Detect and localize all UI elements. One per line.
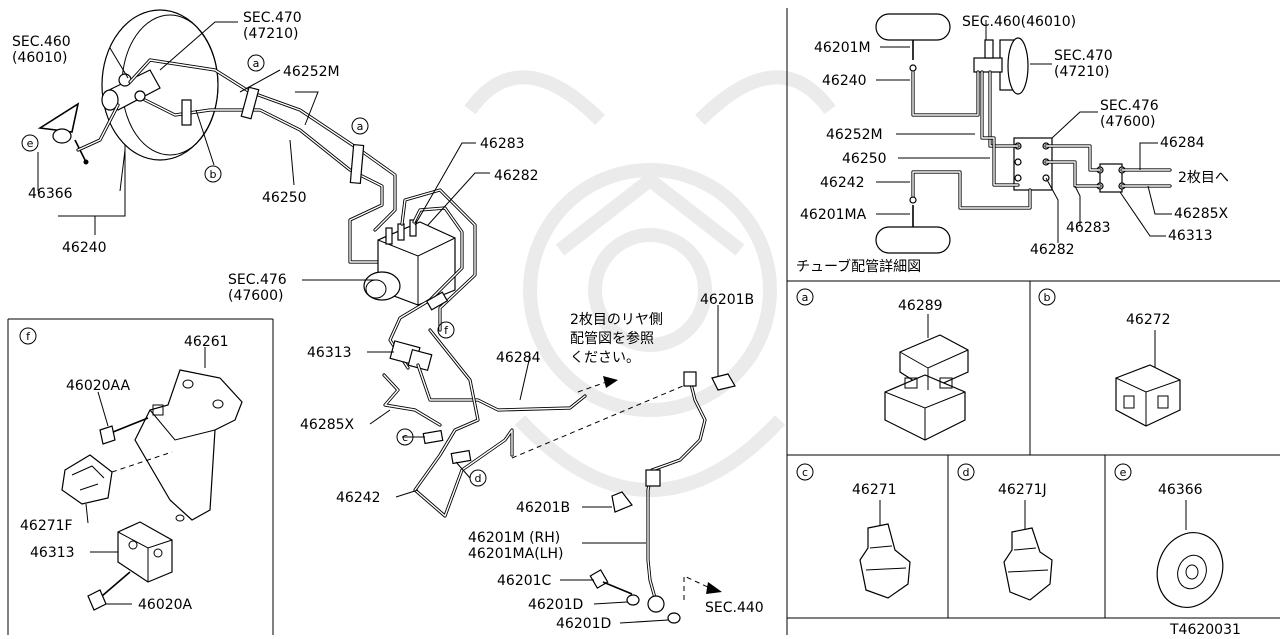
- label-46313: 46313: [307, 345, 352, 361]
- callout-e: e: [21, 134, 39, 152]
- label-46201B-mid: 46201B: [516, 500, 570, 516]
- svg-text:d: d: [475, 472, 482, 485]
- svg-text:b: b: [210, 168, 217, 181]
- label-46242: 46242: [336, 490, 381, 506]
- brake-booster: [101, 9, 219, 161]
- svg-text:f: f: [444, 324, 449, 337]
- svg-text:f: f: [26, 330, 31, 343]
- rear-note-line-2: 配管図を参照: [570, 330, 654, 347]
- callout-a1: a: [247, 54, 265, 72]
- callout-b: b: [204, 165, 222, 183]
- flex-hose: [645, 371, 707, 613]
- label-46201D-2: 46201D: [556, 616, 611, 632]
- callout-c: c: [396, 428, 414, 446]
- label-46282: 46282: [494, 168, 539, 184]
- clip-detail-a: a 46289: [796, 288, 969, 441]
- label-46284: 46284: [496, 350, 541, 366]
- svg-text:a: a: [253, 57, 260, 70]
- svg-text:e: e: [1120, 466, 1127, 479]
- bracket-46261: [134, 369, 243, 522]
- pipe-46282: [388, 206, 464, 370]
- tube-detail-caption: チューブ配管詳細図: [796, 258, 921, 275]
- clip-detail-b: b 46272: [1038, 288, 1181, 427]
- panel-borders: [7, 8, 1280, 635]
- label-46201B-top: 46201B: [700, 292, 754, 308]
- pipe-46283: [400, 188, 477, 332]
- clip-e-part-label: 46366: [1158, 482, 1203, 498]
- label-sec-476: SEC.476: [228, 272, 287, 288]
- svg-text:c: c: [402, 431, 408, 444]
- label-46261: 46261: [184, 334, 229, 350]
- clip-detail-c: c 46271: [796, 463, 911, 599]
- label-46283: 46283: [480, 136, 525, 152]
- label-sec-440: SEC.440: [705, 600, 764, 616]
- label-46020AA: 46020AA: [66, 378, 131, 394]
- pipe-46252M: [128, 58, 397, 232]
- rear-note-line-3: ください。: [570, 350, 640, 366]
- label-46201C: 46201C: [497, 573, 552, 589]
- main-view: a a b e f c d SEC.460 (46010) SEC.470: [12, 9, 764, 632]
- tube-label-to-sheet2: 2枚目へ: [1178, 170, 1229, 186]
- label-46020A: 46020A: [138, 597, 193, 613]
- detail-f-panel: f 46261 46020AA 46271F: [19, 327, 243, 613]
- tube-label-46313: 46313: [1168, 228, 1213, 244]
- pipe-46284: [416, 363, 587, 412]
- label-sec-476-sub: (47600): [228, 288, 283, 304]
- pipe-46242: [413, 328, 514, 518]
- tube-label-46283: 46283: [1066, 220, 1111, 236]
- callout-d: d: [469, 469, 487, 487]
- label-46201D-1: 46201D: [528, 597, 583, 613]
- label-46313-f: 46313: [30, 545, 75, 561]
- svg-text:b: b: [1044, 291, 1051, 304]
- label-46285X: 46285X: [300, 417, 355, 433]
- label-sec-470-sub: (47210): [243, 26, 298, 42]
- tube-label-46252M: 46252M: [826, 127, 883, 143]
- tube-label-46285X: 46285X: [1174, 206, 1229, 222]
- label-46240: 46240: [62, 240, 107, 256]
- diagram-number: T4620031: [1169, 622, 1241, 638]
- label-sec-460-sub: (46010): [12, 50, 67, 66]
- clip-b-part-label: 46272: [1126, 312, 1171, 328]
- tube-detail-panel: SEC.460(46010) SEC.470 (47210) SEC.476 (…: [796, 13, 1229, 275]
- svg-text:a: a: [357, 120, 364, 133]
- label-46201M-rh: 46201M (RH): [468, 530, 560, 546]
- label-sec-460: SEC.460: [12, 34, 71, 50]
- tube-label-46284: 46284: [1160, 135, 1205, 151]
- tube-label-sec-470-sub: (47210): [1054, 64, 1109, 80]
- watermark-emblem: [464, 70, 836, 497]
- tube-label-sec-460: SEC.460(46010): [962, 14, 1076, 30]
- rear-note-line-1: 2枚目のリヤ側: [570, 312, 663, 328]
- tube-label-sec-476: SEC.476: [1100, 98, 1159, 114]
- tube-label-46201M: 46201M: [814, 40, 871, 56]
- label-46250: 46250: [262, 190, 307, 206]
- clip-c-part-label: 46271: [852, 482, 897, 498]
- label-46366: 46366: [28, 186, 73, 202]
- callout-f: f: [437, 321, 455, 339]
- svg-text:a: a: [802, 291, 809, 304]
- tube-label-sec-470: SEC.470: [1054, 48, 1113, 64]
- label-46201MA-lh: 46201MA(LH): [468, 546, 563, 562]
- clip-detail-d: d 46271J: [957, 463, 1053, 601]
- callout-a2: a: [351, 117, 369, 135]
- tube-label-46201MA: 46201MA: [800, 207, 867, 223]
- clip-a-part-label: 46289: [898, 298, 943, 314]
- tube-label-46282: 46282: [1030, 242, 1075, 258]
- label-46271F: 46271F: [20, 518, 73, 534]
- svg-text:d: d: [963, 466, 970, 479]
- clip-detail-e: e 46366: [1114, 463, 1224, 608]
- svg-text:e: e: [27, 137, 34, 150]
- label-sec-470: SEC.470: [243, 10, 302, 26]
- svg-text:c: c: [802, 466, 808, 479]
- tube-label-46240: 46240: [822, 73, 867, 89]
- tube-label-46250: 46250: [842, 151, 887, 167]
- tube-label-46242: 46242: [820, 175, 865, 191]
- clip-d-part-label: 46271J: [998, 482, 1047, 498]
- leader-lines: [37, 21, 719, 624]
- tube-label-sec-476-sub: (47600): [1100, 114, 1155, 130]
- pipe-46250: [143, 98, 394, 264]
- label-46252M: 46252M: [283, 64, 340, 80]
